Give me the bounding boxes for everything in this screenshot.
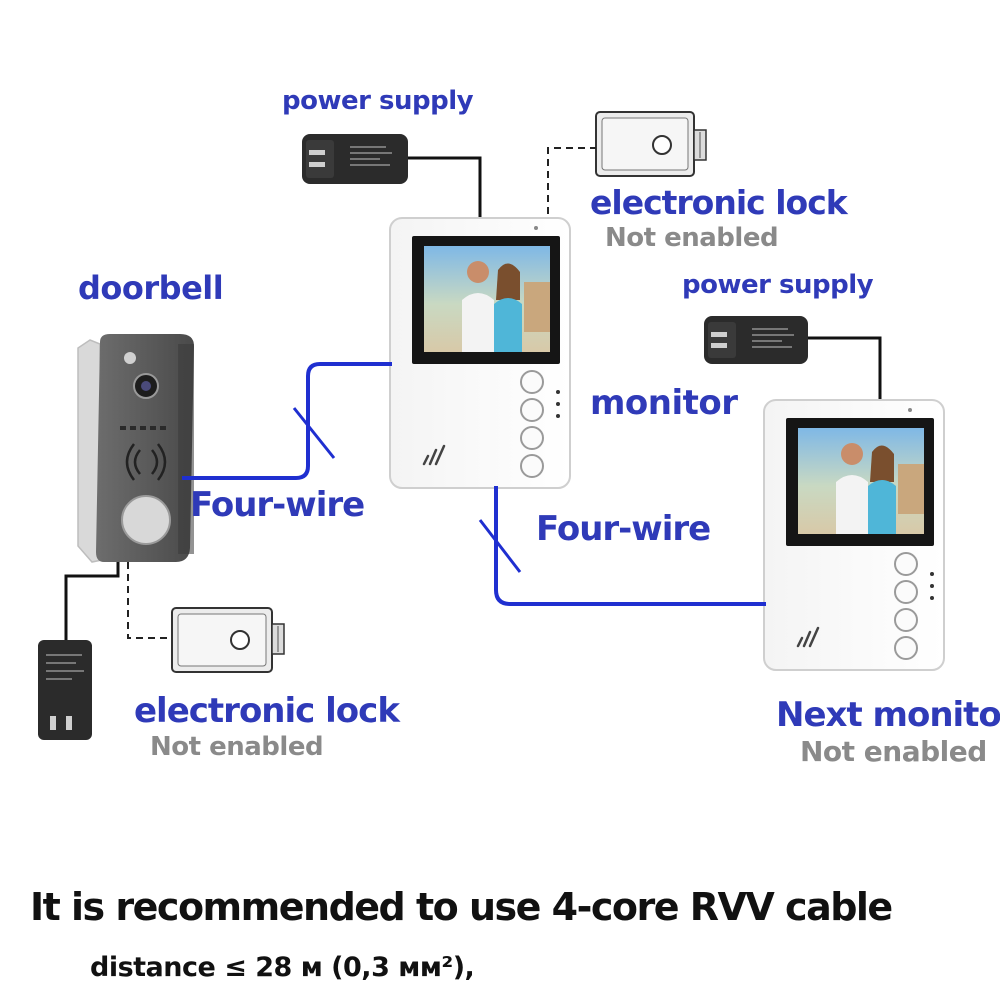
- screen-photo-couple: [462, 261, 550, 352]
- power-cable-right: [808, 336, 882, 406]
- power-supply-right: [704, 316, 808, 364]
- power-cable-top: [408, 156, 482, 226]
- lock-cable-top: [547, 147, 596, 226]
- doorbell-ir-leds: [120, 426, 166, 430]
- electronic-lock-top: [595, 111, 707, 177]
- label-not-enabled-bottom: Not enabled: [150, 732, 324, 762]
- label-four-wire-right: Four-wire: [536, 509, 711, 549]
- label-not-enabled-next: Not enabled: [800, 735, 987, 768]
- cable-slash-mark: [292, 407, 336, 459]
- adapter-label-print: [46, 654, 84, 680]
- label-power-supply-right: power supply: [682, 270, 874, 300]
- four-wire-cable-doorbell: [182, 362, 392, 480]
- label-electronic-lock-top: electronic lock: [590, 183, 848, 222]
- adapter-label-print: [350, 146, 392, 166]
- speaker-grille: [422, 444, 446, 466]
- label-four-wire-left: Four-wire: [190, 485, 365, 525]
- power-supply-top: [302, 134, 408, 184]
- monitor-buttons: [520, 370, 544, 478]
- lock-cable-bottom: [127, 562, 172, 639]
- label-not-enabled-top: Not enabled: [605, 223, 779, 253]
- label-power-supply-top: power supply: [282, 86, 474, 116]
- label-monitor: monitor: [590, 383, 738, 423]
- speaker-grille: [796, 626, 820, 648]
- main-monitor: [389, 217, 571, 489]
- monitor-buttons: [894, 552, 918, 660]
- rfid-icon: [125, 443, 167, 481]
- electronic-lock-bottom: [171, 607, 285, 673]
- label-doorbell: doorbell: [78, 269, 224, 307]
- label-electronic-lock-bottom: electronic lock: [134, 691, 400, 731]
- doorbell-unit: [77, 334, 194, 563]
- footer-distance: distance ≤ 28 м (0,3 мм²),: [90, 952, 475, 983]
- four-wire-cable-monitors: [494, 486, 766, 606]
- footer-recommendation: It is recommended to use 4-core RVV cabl…: [30, 885, 893, 929]
- screen-photo-couple: [836, 443, 924, 534]
- power-supply-doorbell: [38, 640, 92, 740]
- monitor-indicator-dots: [930, 572, 934, 600]
- cable-slash-mark: [478, 519, 522, 573]
- label-next-monitor: Next monitor: [776, 695, 1000, 735]
- adapter-label-print: [752, 328, 794, 348]
- call-button-icon: [121, 495, 171, 545]
- power-cable-doorbell: [64, 562, 120, 646]
- monitor-indicator-dots: [556, 390, 560, 418]
- next-monitor: [763, 399, 945, 671]
